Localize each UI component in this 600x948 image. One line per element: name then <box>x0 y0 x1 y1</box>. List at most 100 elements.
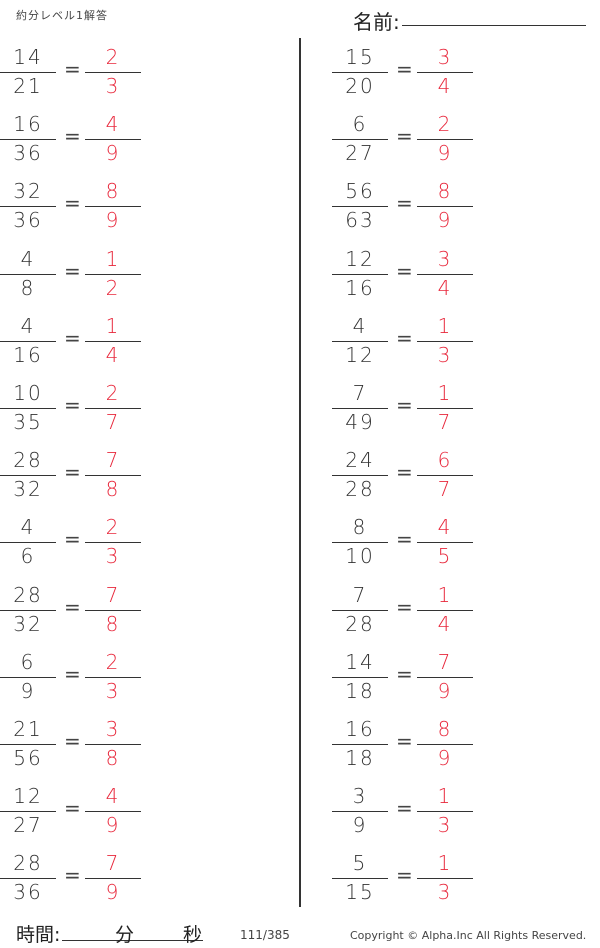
answer-numerator: 1 <box>437 313 453 338</box>
answer-numerator: 8 <box>437 179 453 204</box>
name-field[interactable] <box>402 25 586 26</box>
equals-sign: = <box>396 191 413 216</box>
denominator: 8 <box>20 275 36 300</box>
equals-sign: = <box>64 661 81 686</box>
answer-denominator: 4 <box>105 342 121 367</box>
fraction-bar <box>0 676 56 678</box>
numerator: 12 <box>13 784 43 809</box>
problem-right-13: 5 15 = 1 3 <box>332 851 477 911</box>
equals-sign: = <box>64 594 81 619</box>
answer-fraction-bar <box>417 139 473 141</box>
worksheet-title: 約分レベル1解答 <box>16 9 108 22</box>
answer-denominator: 9 <box>437 746 453 770</box>
answer-numerator: 4 <box>105 112 121 137</box>
answer-fraction-bar <box>417 273 473 275</box>
denominator: 28 <box>345 477 375 502</box>
denominator: 20 <box>345 74 375 98</box>
numerator: 10 <box>13 381 43 405</box>
equals-sign: = <box>64 57 81 81</box>
answer-fraction-bar <box>417 206 473 208</box>
answer-denominator: 9 <box>105 813 121 838</box>
denominator: 27 <box>13 813 43 838</box>
denominator: 12 <box>345 342 375 367</box>
problem-left-6: 10 35 = 2 7 <box>0 381 145 441</box>
numerator: 16 <box>13 112 43 137</box>
fraction-bar <box>332 475 388 477</box>
answer-denominator: 9 <box>105 208 121 233</box>
answer-numerator: 4 <box>437 515 453 540</box>
problem-right-1: 15 20 = 3 4 <box>332 45 477 105</box>
equals-sign: = <box>64 124 81 149</box>
answer-numerator: 2 <box>105 381 121 405</box>
problem-right-9: 7 28 = 1 4 <box>332 583 477 643</box>
numerator: 15 <box>345 45 375 69</box>
denominator: 9 <box>20 678 36 703</box>
problem-left-12: 12 27 = 4 9 <box>0 784 145 844</box>
answer-denominator: 8 <box>105 611 121 636</box>
denominator: 6 <box>20 544 36 569</box>
problem-left-4: 4 8 = 1 2 <box>0 247 145 307</box>
answer-numerator: 1 <box>437 582 453 607</box>
equals-sign: = <box>396 863 413 888</box>
equals-sign: = <box>396 258 413 283</box>
numerator: 16 <box>345 717 375 741</box>
answer-fraction-bar <box>85 609 141 611</box>
numerator: 28 <box>13 582 43 607</box>
problem-left-7: 28 32 = 7 8 <box>0 448 145 508</box>
denominator: 32 <box>13 477 43 502</box>
answer-fraction-bar <box>85 878 141 880</box>
answer-numerator: 1 <box>437 851 453 876</box>
denominator: 56 <box>13 746 43 770</box>
fraction-bar <box>332 676 388 678</box>
answer-denominator: 3 <box>105 678 121 703</box>
fraction-bar <box>0 408 56 409</box>
answer-fraction-bar <box>417 340 473 342</box>
denominator: 21 <box>13 74 43 98</box>
equals-sign: = <box>64 527 81 552</box>
equals-sign: = <box>64 796 81 821</box>
answer-numerator: 7 <box>105 448 121 473</box>
equals-sign: = <box>396 527 413 552</box>
answer-denominator: 2 <box>105 275 121 300</box>
problem-right-6: 7 49 = 1 7 <box>332 381 477 441</box>
denominator: 63 <box>345 208 375 233</box>
numerator: 4 <box>20 313 36 338</box>
answer-fraction-bar <box>417 542 473 544</box>
answer-fraction-bar <box>85 340 141 342</box>
numerator: 4 <box>20 515 36 540</box>
fraction-bar <box>0 340 56 342</box>
fraction-bar <box>0 139 56 141</box>
answer-numerator: 7 <box>105 851 121 876</box>
numerator: 24 <box>345 448 375 473</box>
time-field[interactable] <box>62 940 203 941</box>
problem-right-3: 56 63 = 8 9 <box>332 179 477 239</box>
answer-fraction-bar <box>85 475 141 477</box>
equals-sign: = <box>64 460 81 485</box>
denominator: 16 <box>345 275 375 300</box>
equals-sign: = <box>64 393 81 417</box>
answer-fraction-bar <box>417 878 473 880</box>
answer-denominator: 4 <box>437 275 453 300</box>
answer-denominator: 9 <box>437 208 453 233</box>
equals-sign: = <box>64 863 81 888</box>
answer-denominator: 9 <box>105 880 121 905</box>
answer-fraction-bar <box>417 609 473 611</box>
numerator: 56 <box>345 179 375 204</box>
answer-numerator: 7 <box>105 582 121 607</box>
answer-denominator: 8 <box>105 746 121 770</box>
numerator: 28 <box>13 851 43 876</box>
denominator: 18 <box>345 746 375 770</box>
name-label: 名前: <box>353 10 400 34</box>
equals-sign: = <box>64 729 81 753</box>
answer-denominator: 8 <box>105 477 121 502</box>
answer-fraction-bar <box>85 542 141 544</box>
answer-numerator: 1 <box>105 313 121 338</box>
numerator: 4 <box>352 313 368 338</box>
equals-sign: = <box>64 325 81 350</box>
problem-left-9: 28 32 = 7 8 <box>0 583 145 643</box>
denominator: 36 <box>13 208 43 233</box>
answer-numerator: 4 <box>105 784 121 809</box>
fraction-bar <box>332 878 388 880</box>
fraction-bar <box>332 340 388 342</box>
problem-right-7: 24 28 = 6 7 <box>332 448 477 508</box>
